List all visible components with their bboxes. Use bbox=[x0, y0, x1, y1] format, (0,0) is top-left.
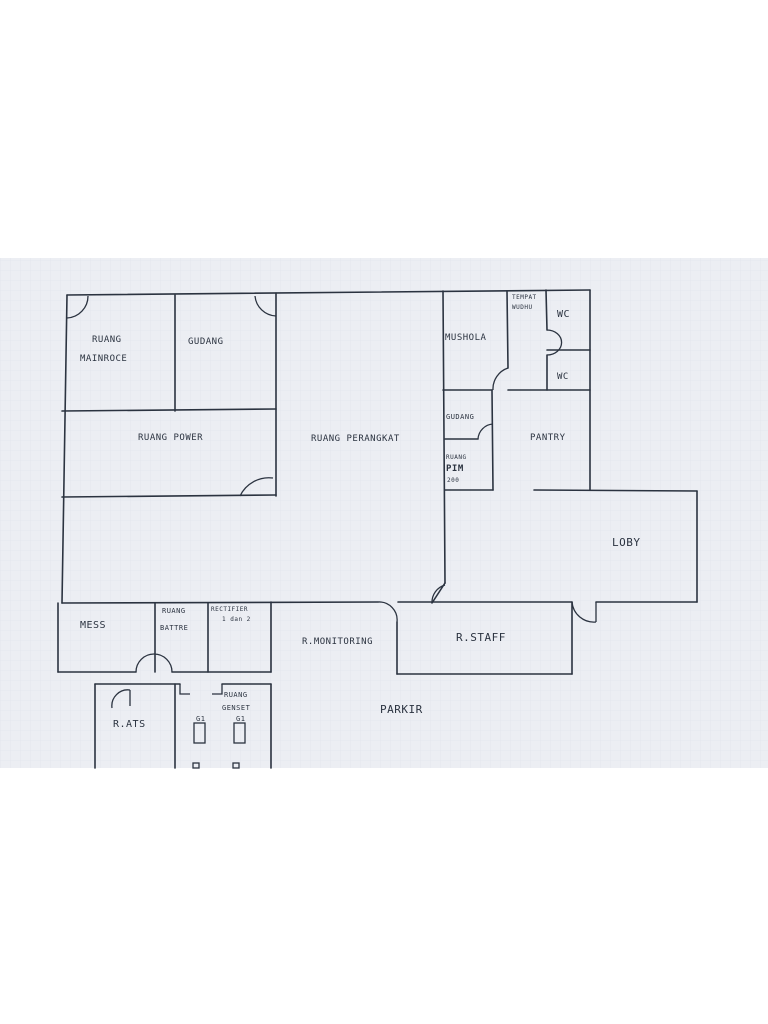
genset-marker-2 bbox=[232, 762, 240, 769]
paper-grid bbox=[0, 258, 768, 768]
wall-lines bbox=[57, 289, 698, 769]
label-ruang-battre-1: RUANG bbox=[162, 607, 186, 615]
label-ruang-genset-2: GENSET bbox=[222, 704, 251, 712]
label-genset-g2: G1 bbox=[236, 715, 245, 723]
label-mushola: MUSHOLA bbox=[445, 333, 487, 343]
label-ruang-mainroce-1: RUANG bbox=[92, 335, 122, 345]
label-rectifier-2: 1 dan 2 bbox=[222, 616, 251, 623]
label-ruang-power: RUANG POWER bbox=[138, 433, 203, 443]
label-ruang-pim-2: PIM bbox=[446, 464, 464, 474]
room-labels: RUANG MAINROCE GUDANG RUANG PERANGKAT MU… bbox=[80, 294, 641, 730]
label-ruang-genset-1: RUANG bbox=[224, 691, 248, 699]
label-ruang-battre-2: BATTRE bbox=[160, 624, 188, 632]
label-r-monitoring: R.MONITORING bbox=[302, 637, 373, 647]
genset-units bbox=[192, 722, 246, 769]
label-gudang-small: GUDANG bbox=[446, 413, 474, 421]
door-swings bbox=[66, 295, 597, 709]
label-genset-g1: G1 bbox=[196, 715, 205, 723]
label-ruang-pim-3: 200 bbox=[447, 477, 459, 484]
label-ruang-mainroce-2: MAINROCE bbox=[80, 354, 127, 364]
label-rectifier-1: RECTIFIER bbox=[211, 606, 248, 613]
label-wc-1: WC bbox=[557, 309, 570, 320]
label-tempat-wudhu-2: WUDHU bbox=[512, 304, 533, 311]
label-pantry: PANTRY bbox=[530, 433, 566, 443]
label-r-staff: R.STAFF bbox=[456, 631, 506, 644]
label-wc-2: WC bbox=[557, 372, 569, 382]
label-loby: LOBY bbox=[612, 536, 641, 549]
label-r-ats: R.ATS bbox=[113, 719, 146, 730]
label-parkir: PARKIR bbox=[380, 703, 423, 716]
label-ruang-perangkat: RUANG PERANGKAT bbox=[311, 434, 400, 444]
label-gudang-top: GUDANG bbox=[188, 337, 224, 347]
genset-marker-1 bbox=[192, 762, 200, 769]
genset-unit-2 bbox=[233, 722, 246, 744]
label-ruang-pim-1: RUANG bbox=[446, 454, 467, 461]
genset-unit-1 bbox=[193, 722, 206, 744]
label-tempat-wudhu-1: TEMPAT bbox=[512, 294, 537, 301]
label-mess: MESS bbox=[80, 620, 106, 631]
